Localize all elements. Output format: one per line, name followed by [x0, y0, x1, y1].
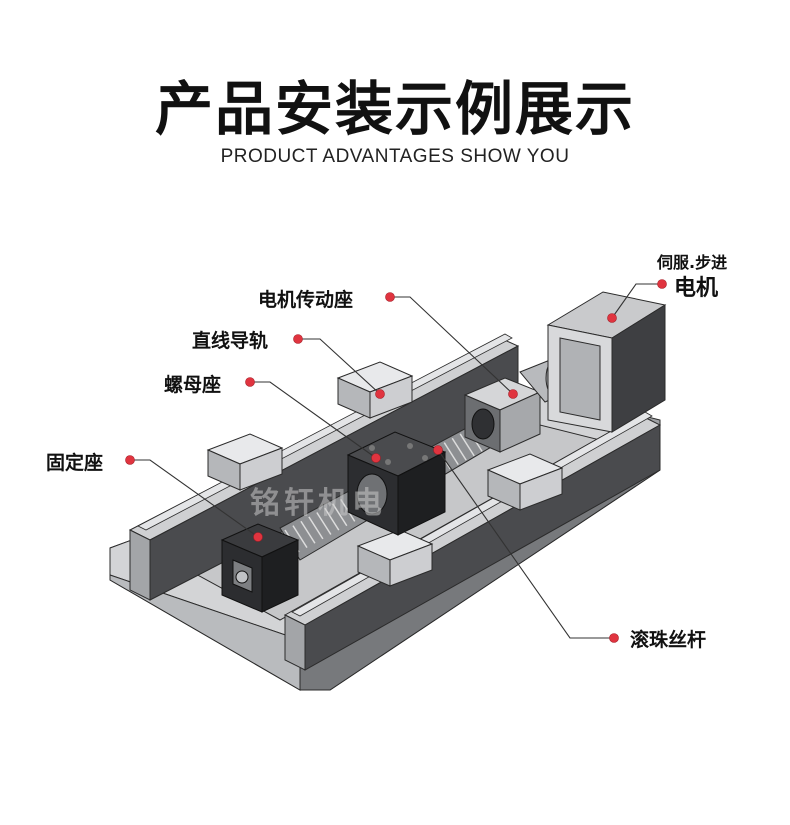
leader-ball-screw [437, 449, 614, 639]
fixed-seat-block [220, 523, 300, 613]
servo-motor [546, 291, 667, 433]
screw-thread [443, 442, 459, 465]
label-motor-mount: 电机传动座 [258, 289, 354, 311]
label-motor: 电机 [674, 276, 719, 301]
carriage-block [336, 361, 414, 419]
callout-markers [125, 279, 667, 643]
leader-linear-guide [298, 338, 381, 395]
leader-lines [130, 283, 662, 639]
carriage-block [356, 529, 434, 587]
label-ball-screw: 滚珠丝杆 [630, 629, 707, 651]
marker-dot [657, 279, 667, 289]
marker-dot [508, 389, 518, 399]
label-motor-type: 伺服.步进 [657, 253, 728, 272]
marker-dot [607, 313, 617, 323]
marker-dot [125, 455, 135, 465]
label-fixed-seat: 固定座 [46, 452, 104, 474]
screw-thread [332, 503, 348, 527]
marker-dot [371, 453, 381, 463]
screw-thread [316, 512, 332, 535]
marker-dot [293, 334, 303, 344]
marker-dot [375, 389, 385, 399]
screw-thread [300, 520, 316, 544]
page-subtitle: PRODUCT ADVANTAGES SHOW YOU [220, 146, 570, 167]
screw-thread [459, 433, 475, 457]
leader-motor-mount [390, 296, 514, 395]
guide-carriages [206, 361, 564, 587]
nut-seat-block [346, 431, 447, 536]
screw-thread [324, 507, 340, 531]
marker-dot [609, 633, 619, 643]
leader-motor [611, 283, 662, 319]
page-title: 产品安装示例展示 [154, 75, 635, 143]
carriage-block [206, 433, 284, 491]
motor-mount-block [463, 377, 542, 453]
carriage-block [486, 453, 564, 511]
watermark: 铭轩机电 [250, 486, 386, 521]
leader-fixed-seat [130, 459, 259, 538]
label-nut-seat: 螺母座 [164, 374, 222, 396]
marker-dot [253, 532, 263, 542]
marker-dot [433, 445, 443, 455]
leader-nut-seat [250, 381, 377, 459]
screw-thread [308, 516, 324, 540]
screw-thread [292, 525, 308, 549]
marker-dot [245, 377, 255, 387]
label-linear-guide: 直线导轨 [192, 330, 269, 352]
screw-thread [451, 437, 467, 461]
marker-dot [385, 292, 395, 302]
